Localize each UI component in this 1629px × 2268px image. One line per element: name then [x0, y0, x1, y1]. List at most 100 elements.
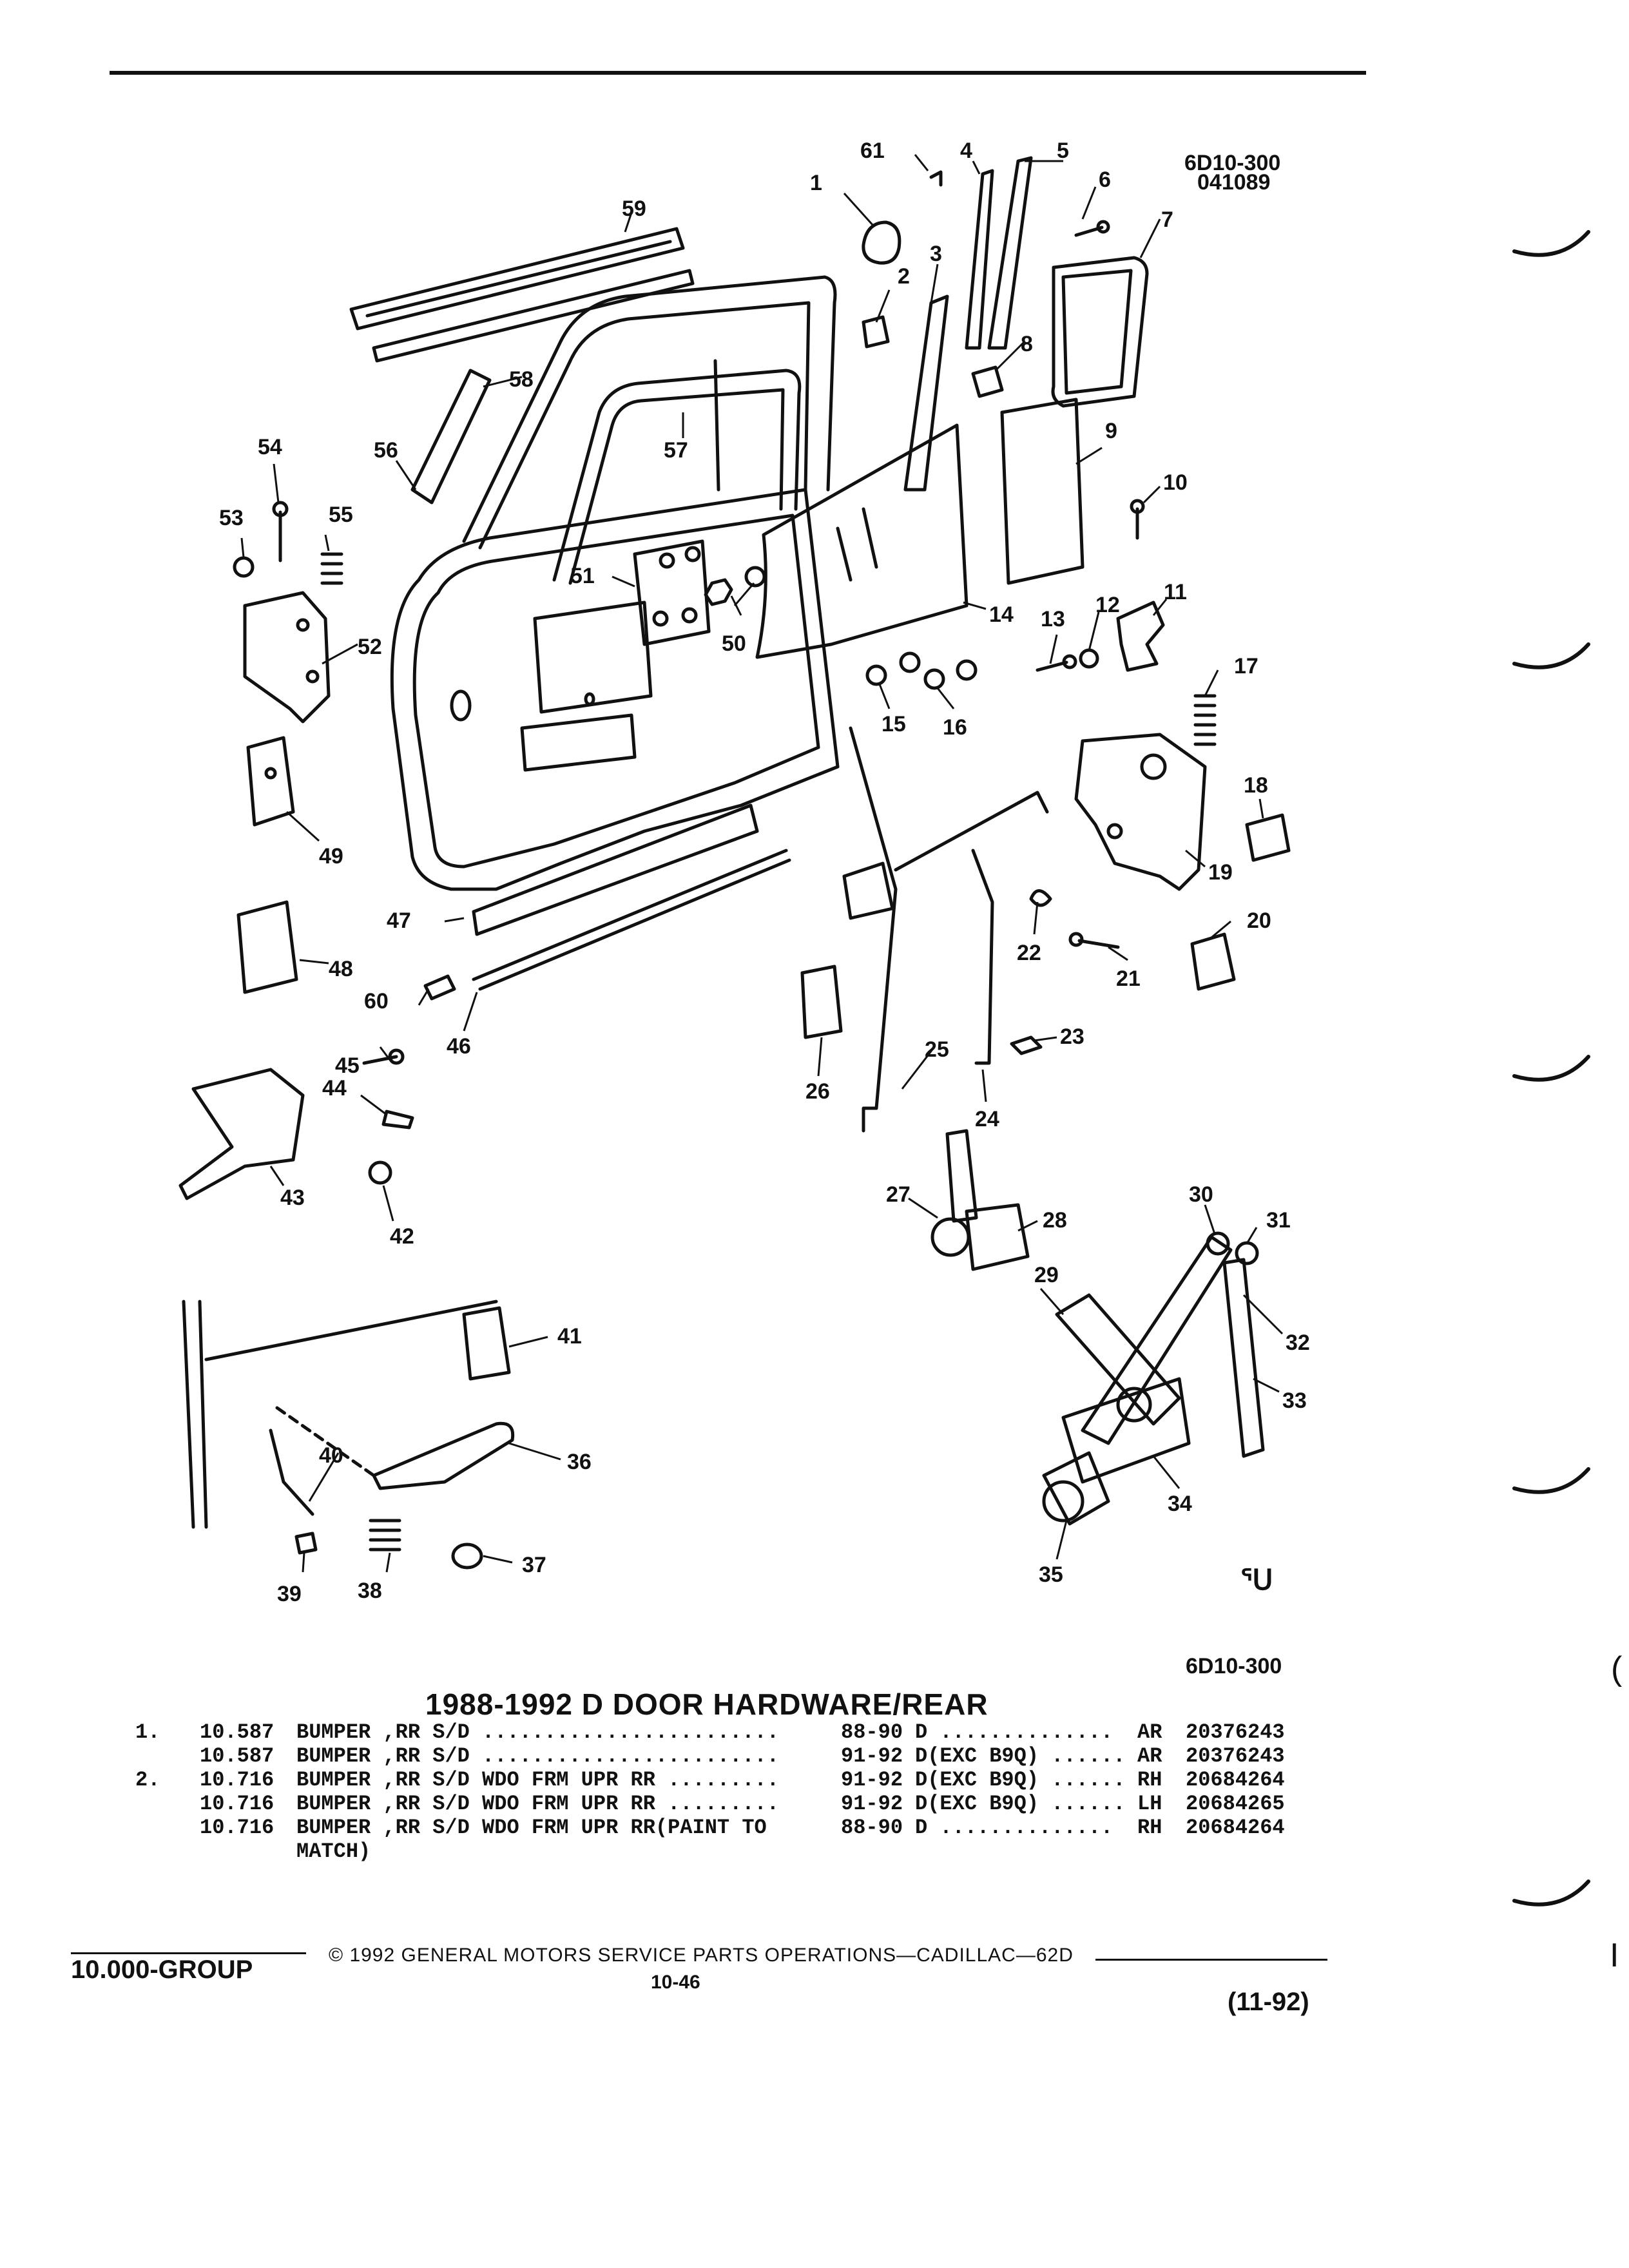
parts-row: 10.716 BUMPER ,RR S/D WDO FRM UPR RR(PAI…: [135, 1816, 1360, 1840]
screw-13-shape: [1036, 654, 1077, 672]
callout-26: 26: [805, 1079, 830, 1104]
group-number: 10.716: [200, 1792, 275, 1816]
figure-code-bottom: 6D10-300: [1186, 1654, 1282, 1678]
callout-61: 61: [860, 139, 885, 163]
grommet-16-shape: [923, 659, 978, 690]
footer-rule-right: [1095, 1959, 1327, 1961]
group-number: 10.716: [200, 1816, 275, 1840]
callout-11: 11: [1164, 580, 1187, 604]
group-number: 10.587: [200, 1744, 275, 1768]
quantity: RH: [1137, 1816, 1162, 1840]
hinge-49-shape: [246, 736, 295, 827]
callout-1: 1: [810, 171, 822, 195]
washer-12-shape: [1079, 648, 1099, 669]
part-number: 20376243: [1186, 1744, 1285, 1768]
hinge-43-shape: [178, 1068, 305, 1200]
parts-row: MATCH): [135, 1840, 1360, 1863]
quantity: LH: [1137, 1792, 1162, 1816]
screw-10-shape: [1130, 499, 1145, 540]
bolt-45-shape: [362, 1048, 405, 1065]
figure-code-top: 6D10-300: [1184, 151, 1281, 175]
model-code: D ..............: [915, 1720, 1113, 1744]
callout-5: 5: [1057, 139, 1069, 163]
stationary-glass-9-shape: [1000, 398, 1084, 585]
parts-row: 1. 10.587 BUMPER ,RR S/D ...............…: [135, 1720, 1360, 1744]
callout-18: 18: [1244, 773, 1268, 798]
callout-15: 15: [882, 712, 906, 736]
ring-37-shape: [451, 1542, 483, 1570]
clip-60-shape: [423, 974, 456, 1001]
callout-60: 60: [364, 989, 389, 1014]
quantity: AR: [1137, 1744, 1162, 1768]
part-description: BUMPER ,RR S/D WDO FRM UPR RR(PAINT TO: [296, 1816, 767, 1840]
screw-61-shape: [929, 170, 943, 187]
glass-frame-7-shape: [1051, 256, 1149, 408]
grommet-42-shape: [368, 1160, 392, 1185]
logo-glyph: ᕐᑌ: [1240, 1564, 1273, 1596]
plate-11-shape: [1116, 601, 1165, 672]
weatherstrip-59-shape: [349, 227, 685, 331]
leader-lines: [240, 154, 1284, 1573]
callout-35: 35: [1039, 1562, 1063, 1587]
callout-41: 41: [557, 1324, 582, 1349]
callout-33: 33: [1282, 1389, 1307, 1413]
part-number: 20376243: [1186, 1720, 1285, 1744]
channel-4-shape: [965, 169, 994, 350]
callout-20: 20: [1247, 908, 1271, 933]
footer-group: 10.000-GROUP: [71, 1956, 253, 1984]
screw-6-shape: [1074, 220, 1110, 237]
channel-33-shape: [1222, 1258, 1265, 1458]
callout-44: 44: [322, 1076, 347, 1100]
figure-code-date: 041089: [1197, 170, 1271, 195]
part-description: BUMPER ,RR S/D ........................: [296, 1744, 779, 1768]
model-code: D ..............: [915, 1816, 1113, 1840]
quantity: RH: [1137, 1768, 1162, 1792]
group-number: 10.716: [200, 1768, 275, 1792]
door-glass-14-shape: [755, 423, 969, 659]
nut-50-shape: [704, 566, 766, 606]
inset-door-edge-shape: [182, 1300, 498, 1529]
margin-mark: I: [1610, 1937, 1619, 1974]
exploded-parts-diagram: 1 2 3 4 5 6 7 8 9 10 11 12 13 14 15 16 1…: [178, 139, 1310, 1606]
callout-36: 36: [567, 1450, 592, 1474]
footer-rule-left: [71, 1952, 306, 1954]
callout-24: 24: [975, 1107, 999, 1131]
run-channel-57-shape: [552, 359, 802, 585]
callout-31: 31: [1266, 1208, 1291, 1233]
latch-19-shape: [1074, 733, 1207, 891]
bolt-54-shape: [272, 501, 289, 562]
callout-37: 37: [522, 1553, 546, 1577]
callout-22: 22: [1017, 941, 1041, 965]
grommet-15-shape: [865, 651, 921, 686]
callout-19: 19: [1208, 860, 1233, 885]
part-description: BUMPER ,RR S/D ........................: [296, 1720, 779, 1744]
callout-27: 27: [886, 1182, 911, 1207]
hinge-48-shape: [236, 900, 298, 994]
part-description: BUMPER ,RR S/D WDO FRM UPR RR .........: [296, 1768, 779, 1792]
item-number: 2.: [135, 1768, 160, 1792]
callout-23: 23: [1060, 1024, 1084, 1049]
channel-3-shape: [903, 294, 949, 492]
bracket-51-shape: [633, 539, 711, 646]
trim-strip-56-shape: [410, 369, 492, 505]
model-years: 91-92: [841, 1744, 903, 1768]
clip-23-shape: [1010, 1035, 1043, 1055]
part-description: MATCH): [296, 1840, 371, 1863]
callout-16: 16: [943, 715, 967, 740]
lock-actuator-27-shape: [930, 1129, 1030, 1271]
part-number: 20684264: [1186, 1768, 1285, 1792]
quantity: AR: [1137, 1720, 1162, 1744]
section-title: 1988-1992 D DOOR HARDWARE/REAR: [425, 1687, 988, 1721]
clip-39-shape: [294, 1532, 318, 1555]
model-years: 88-90: [841, 1816, 903, 1840]
footer-page-number: 10-46: [651, 1972, 700, 1993]
part-number: 20684264: [1186, 1816, 1285, 1840]
check-link-46-47-shape: [472, 803, 791, 991]
pin-44-shape: [381, 1110, 414, 1129]
callout-2: 2: [898, 264, 910, 289]
footer-copyright: © 1992 GENERAL MOTORS SERVICE PARTS OPER…: [329, 1945, 1074, 1966]
item-number: 1.: [135, 1720, 160, 1744]
part-number: 20684265: [1186, 1792, 1285, 1816]
callout-40: 40: [319, 1443, 343, 1468]
callout-54: 54: [258, 435, 282, 459]
